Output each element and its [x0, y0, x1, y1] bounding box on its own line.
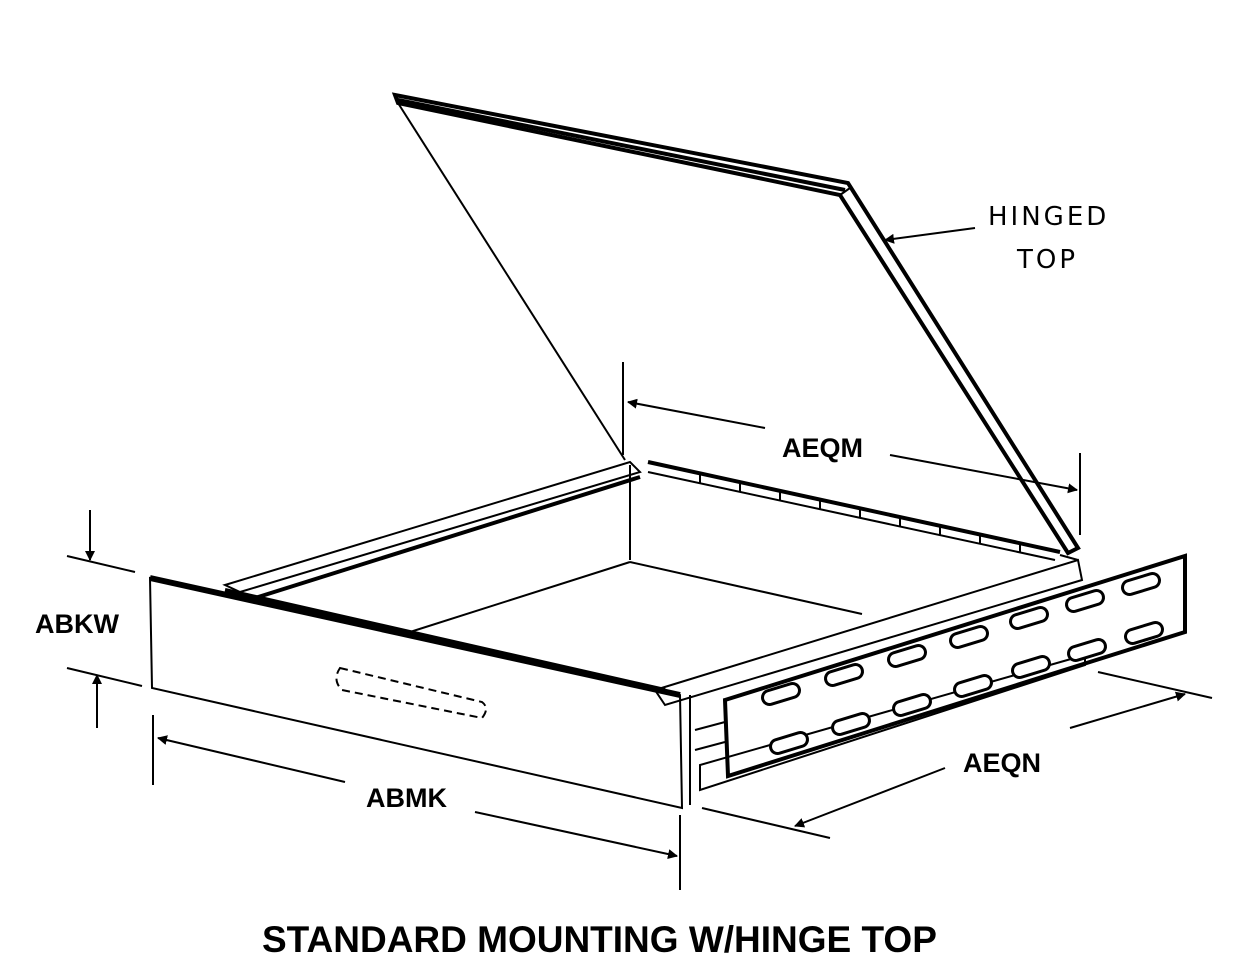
label-aeqn: AEQN — [963, 748, 1041, 778]
label-abmk: ABMK — [366, 783, 447, 813]
dimension-lines — [66, 227, 1213, 890]
mounting-plate — [694, 553, 1187, 792]
drawer-body — [222, 460, 1084, 707]
label-hinged-top-line2: TOP — [1016, 245, 1078, 275]
diagram-title: STANDARD MOUNTING W/HINGE TOP — [262, 919, 937, 960]
label-hinged-top-line1: HINGED — [988, 202, 1109, 232]
front-panel — [148, 575, 691, 810]
handle-dashed — [335, 666, 487, 720]
label-aeqm: AEQM — [782, 433, 863, 463]
hinge — [647, 460, 1061, 561]
mounting-slots — [761, 571, 1164, 756]
hinged-lid — [391, 92, 1081, 556]
label-abkw: ABKW — [35, 609, 119, 639]
